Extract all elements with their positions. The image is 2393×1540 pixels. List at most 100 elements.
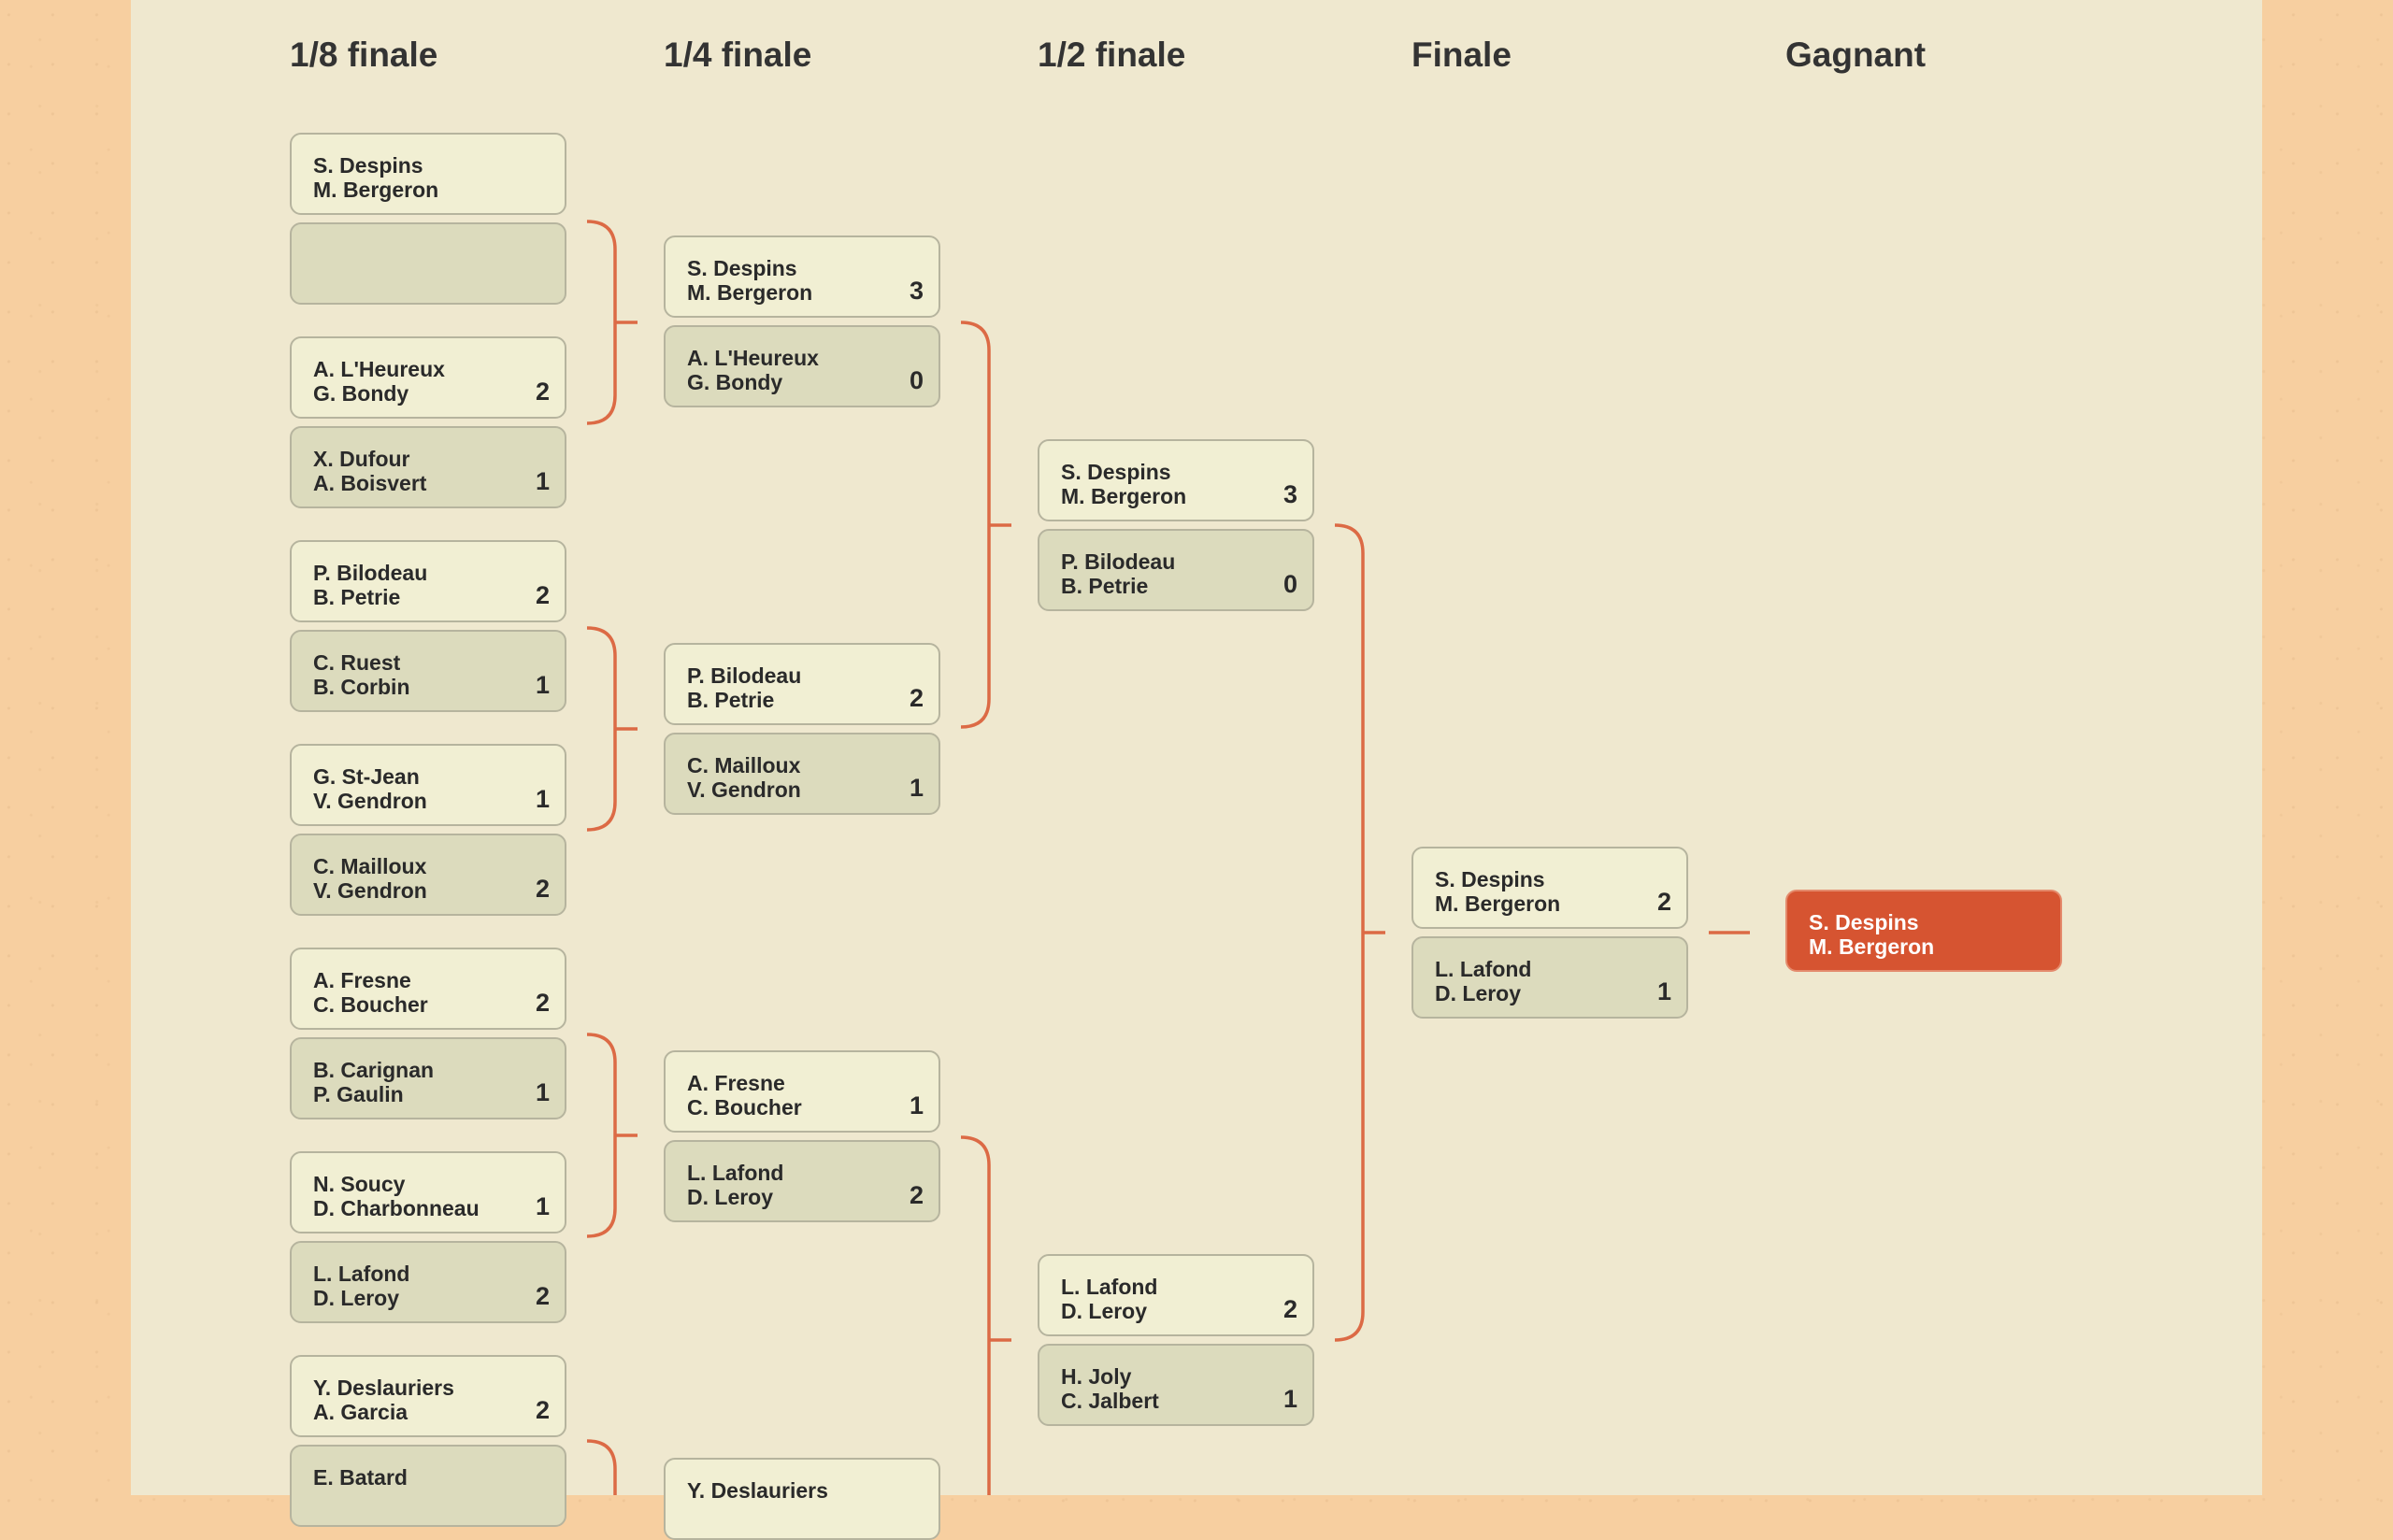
champion-name: S. Despins <box>1809 910 1919 934</box>
player-name: E. Batard <box>313 1465 408 1490</box>
player-name: B. Corbin <box>313 675 410 699</box>
player-name: D. Leroy <box>1435 981 1522 1005</box>
score: 2 <box>535 581 550 609</box>
player-name: H. Joly <box>1061 1364 1132 1389</box>
score: 1 <box>535 671 550 699</box>
r16-entry-14[interactable]: E. Batard <box>290 1445 566 1527</box>
player-name: N. Soucy <box>313 1172 406 1196</box>
player-name: G. Bondy <box>687 370 783 394</box>
player-name: S. Despins <box>1061 460 1171 484</box>
player-name: C. Mailloux <box>313 854 427 878</box>
player-name: V. Gendron <box>687 777 801 802</box>
score: 1 <box>535 785 550 813</box>
player-name: V. Gendron <box>313 789 427 813</box>
player-name: B. Petrie <box>313 585 401 609</box>
player-name: L. Lafond <box>313 1262 410 1286</box>
player-name: Y. Deslauriers <box>687 1478 828 1503</box>
player-name: M. Bergeron <box>313 178 439 202</box>
score: 3 <box>1282 480 1297 508</box>
player-name: D. Charbonneau <box>313 1196 480 1220</box>
player-name: L. Lafond <box>1061 1275 1158 1299</box>
score: 0 <box>1282 570 1297 598</box>
score: 2 <box>535 875 550 903</box>
round-title-sf: 1/2 finale <box>1038 36 1186 74</box>
score: 2 <box>535 1282 550 1310</box>
player-name: M. Bergeron <box>1435 891 1561 916</box>
player-name: B. Petrie <box>687 688 775 712</box>
player-name: A. Garcia <box>313 1400 408 1424</box>
score: 2 <box>1656 888 1671 916</box>
qf-entry-7[interactable]: Y. Deslauriers <box>664 1458 940 1540</box>
player-name: D. Leroy <box>687 1185 774 1209</box>
player-name: B. Carignan <box>313 1058 435 1082</box>
score: 1 <box>1282 1385 1297 1413</box>
player-name: Y. Deslauriers <box>313 1376 454 1400</box>
player-name: S. Despins <box>687 256 797 280</box>
player-name: X. Dufour <box>313 447 410 471</box>
score: 2 <box>909 684 924 712</box>
score: 1 <box>535 1078 550 1106</box>
round-title-winner: Gagnant <box>1785 36 1927 74</box>
player-name: P. Gaulin <box>313 1082 404 1106</box>
player-name: S. Despins <box>313 153 423 178</box>
score: 3 <box>909 277 924 305</box>
score: 2 <box>1282 1295 1297 1323</box>
player-name: A. Fresne <box>687 1071 785 1095</box>
player-name: C. Jalbert <box>1061 1389 1159 1413</box>
round-title-r16: 1/8 finale <box>290 36 438 74</box>
player-name: A. Fresne <box>313 968 411 992</box>
player-name: C. Boucher <box>687 1095 802 1119</box>
round-title-qf: 1/4 finale <box>664 36 812 74</box>
player-name: G. Bondy <box>313 381 409 406</box>
player-name: P. Bilodeau <box>313 561 428 585</box>
player-name: D. Leroy <box>313 1286 400 1310</box>
score: 1 <box>909 774 924 802</box>
player-name: M. Bergeron <box>687 280 813 305</box>
score: 1 <box>1656 977 1671 1005</box>
player-name: P. Bilodeau <box>1061 549 1176 574</box>
player-name: V. Gendron <box>313 878 427 903</box>
player-name: C. Boucher <box>313 992 428 1017</box>
score: 1 <box>535 1192 550 1220</box>
round-title-final: Finale <box>1411 36 1512 74</box>
player-name: L. Lafond <box>1435 957 1532 981</box>
champion-name: M. Bergeron <box>1809 934 1935 959</box>
score: 2 <box>535 378 550 406</box>
player-name: L. Lafond <box>687 1161 784 1185</box>
score: 1 <box>535 467 550 495</box>
score: 2 <box>909 1181 924 1209</box>
player-name: A. L'Heureux <box>313 357 445 381</box>
r16-entry-2-empty[interactable] <box>290 222 566 305</box>
player-name: C. Mailloux <box>687 753 801 777</box>
player-name: S. Despins <box>1435 867 1545 891</box>
player-name: B. Petrie <box>1061 574 1149 598</box>
score: 0 <box>909 366 924 394</box>
score: 2 <box>535 989 550 1017</box>
player-name: G. St-Jean <box>313 764 420 789</box>
